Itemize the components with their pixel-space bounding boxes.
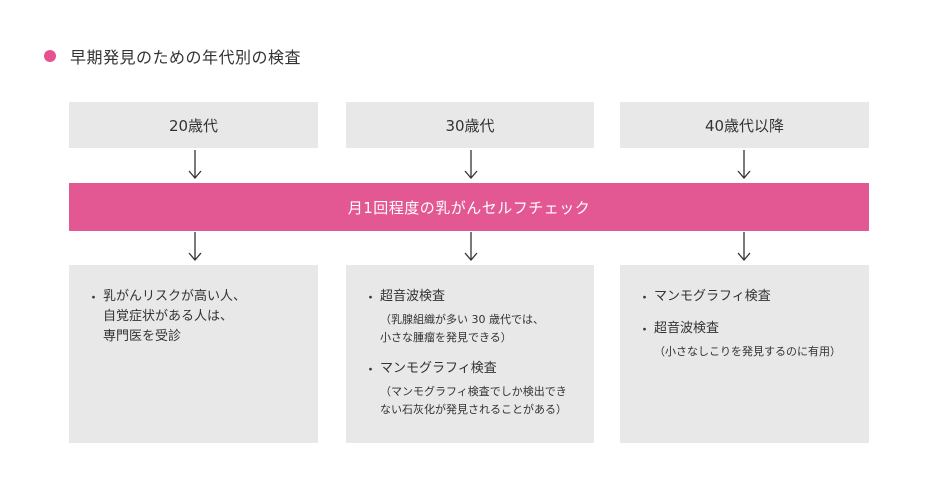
item-note: （マンモグラフィ検査でしか検出でき ない石灰化が発見されることがある） <box>380 385 567 416</box>
item-title: マンモグラフィ検査 <box>380 361 497 376</box>
arrow-down-icon <box>737 232 751 261</box>
age-label-40s: 40歳代以降 <box>704 116 785 135</box>
diagram-title-row: 早期発見のための年代別の検査 <box>44 44 301 68</box>
list-item: ・ マンモグラフィ検査 <box>638 287 851 307</box>
banner-label: 月1回程度の乳がんセルフチェック <box>347 198 591 217</box>
bullet: ・ <box>638 291 652 306</box>
arrow-down-icon <box>464 232 478 261</box>
arrow-down-icon <box>188 150 202 179</box>
bullet: ・ <box>364 291 378 306</box>
bullet: ・ <box>364 363 378 378</box>
item-note: （小さなしこりを発見するのに有用） <box>654 345 841 358</box>
age-label-20s: 20歳代 <box>168 116 219 135</box>
arrow-down-icon <box>737 150 751 179</box>
self-check-banner: 月1回程度の乳がんセルフチェック <box>69 183 869 231</box>
age-label-30s: 30歳代 <box>445 116 495 135</box>
detail-box-40s: ・ マンモグラフィ検査 ・ 超音波検査 （小さなしこりを発見するのに有用） <box>620 265 869 443</box>
arrow-down-icon <box>188 232 202 261</box>
list-item: ・ 超音波検査 （乳腺組織が多い 30 歳代では、 小さな腫瘤を発見できる） <box>364 287 576 347</box>
bullet: ・ <box>638 323 652 338</box>
list-item: ・ 超音波検査 （小さなしこりを発見するのに有用） <box>638 319 851 361</box>
age-box-40s: 40歳代以降 <box>620 102 869 148</box>
item-note: （乳腺組織が多い 30 歳代では、 小さな腫瘤を発見できる） <box>380 313 544 344</box>
item-title: マンモグラフィ検査 <box>654 289 771 304</box>
diagram-title: 早期発見のための年代別の検査 <box>70 48 302 67</box>
age-box-30s: 30歳代 <box>346 102 594 148</box>
item-title: 乳がんリスクが高い人、 自覚症状がある人は、 専門医を受診 <box>103 289 247 344</box>
item-title: 超音波検査 <box>380 289 446 304</box>
bullet: ・ <box>87 291 101 306</box>
list-item: ・ マンモグラフィ検査 （マンモグラフィ検査でしか検出でき ない石灰化が発見され… <box>364 359 576 419</box>
detail-box-30s: ・ 超音波検査 （乳腺組織が多い 30 歳代では、 小さな腫瘤を発見できる） ・… <box>346 265 594 443</box>
detail-box-20s: ・ 乳がんリスクが高い人、 自覚症状がある人は、 専門医を受診 <box>69 265 318 443</box>
title-bullet-dot <box>44 50 56 62</box>
list-item: ・ 乳がんリスクが高い人、 自覚症状がある人は、 専門医を受診 <box>87 287 300 347</box>
item-title: 超音波検査 <box>654 321 720 336</box>
age-box-20s: 20歳代 <box>69 102 318 148</box>
arrow-down-icon <box>464 150 478 179</box>
